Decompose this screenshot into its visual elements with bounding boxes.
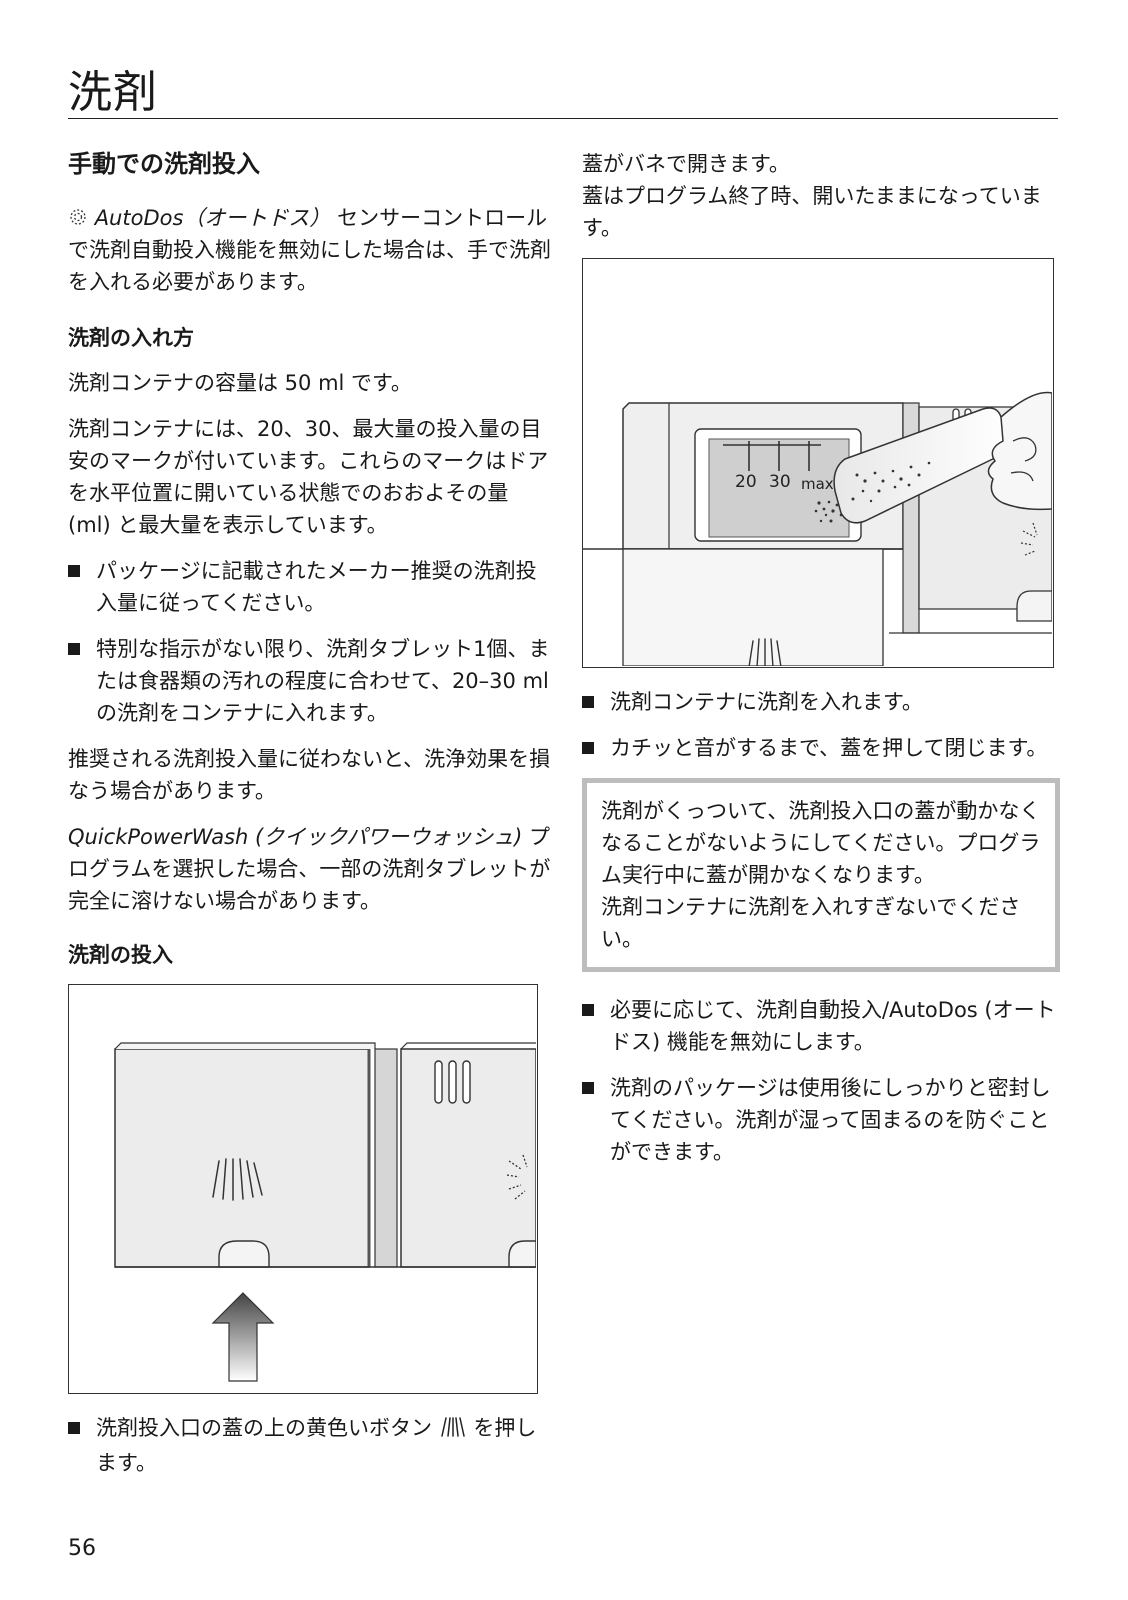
- adding-detergent-heading: 洗剤の投入: [68, 942, 173, 967]
- yellow-button-icon: [439, 1415, 467, 1447]
- bullet-square-icon: [582, 1082, 594, 1094]
- autodos-sensor-icon: [68, 204, 88, 225]
- page-number: 56: [68, 1536, 96, 1561]
- intro-text: センサーコントロールで洗剤自動投入機能を無効にした場合は、手で洗剤を入れる必要が…: [68, 205, 551, 294]
- list-item: 洗剤コンテナに洗剤を入れます。: [582, 686, 1060, 718]
- list-item: 洗剤投入口の蓋の上の黄色いボタン を押します。: [68, 1412, 552, 1479]
- bullet-square-icon: [68, 642, 80, 655]
- autodos-label: AutoDos（オートドス）: [94, 205, 331, 230]
- right-column: 蓋がバネで開きます。 蓋はプログラム終了時、開いたままになっています。 20: [582, 148, 1060, 1182]
- lid-opens-text: 蓋がバネで開きます。: [582, 152, 790, 176]
- figure-dispenser-closed: [68, 984, 538, 1395]
- press-button-list: 洗剤投入口の蓋の上の黄色いボタン を押します。: [68, 1412, 552, 1479]
- caution-text-overfill: 洗剤コンテナに洗剤を入れすぎないでください。: [601, 895, 1021, 951]
- marks-text: 洗剤コンテナには、20、30、最大量の投入量の目安のマークが付いています。これら…: [68, 416, 549, 537]
- dispenser-closed-illustration: [69, 985, 537, 1393]
- bullet-square-icon: [582, 742, 594, 754]
- list-item: 必要に応じて、洗剤自動投入/AutoDos (オートドス) 機能を無効にします。: [582, 994, 1060, 1058]
- dosing-bullet-list: パッケージに記載されたメーカー推奨の洗剤投入量に従ってください。 特別な指示がな…: [68, 555, 552, 729]
- mark-max-label: max: [801, 475, 834, 493]
- mark-20-label: 20: [735, 472, 757, 492]
- quickpowerwash-label: QuickPowerWash (クイックパワーウォッシュ): [68, 824, 523, 849]
- list-item: パッケージに記載されたメーカー推奨の洗剤投入量に従ってください。: [68, 555, 552, 619]
- figure-dispenser-open: 20 30 max: [582, 258, 1054, 668]
- left-column: 手動での洗剤投入 AutoDos（オートドス） センサーコントロールで洗剤自動投…: [68, 148, 552, 1493]
- title-divider: [68, 118, 1058, 119]
- lid-stays-open-text: 蓋はプログラム終了時、開いたままになっています。: [582, 184, 1042, 240]
- effect-warning-text: 推奨される洗剤投入量に従わないと、洗浄効果を損なう場合があります。: [68, 746, 551, 803]
- bullet-square-icon: [68, 564, 80, 577]
- manual-dosing-heading: 手動での洗剤投入: [68, 150, 260, 178]
- final-steps-list: 必要に応じて、洗剤自動投入/AutoDos (オートドス) 機能を無効にします。…: [582, 994, 1060, 1168]
- how-to-fill-heading: 洗剤の入れ方: [68, 325, 194, 350]
- hand-icon: [987, 391, 1053, 511]
- caution-box: 洗剤がくっついて、洗剤投入口の蓋が動かなくなることがないようにしてください。プロ…: [582, 778, 1060, 972]
- fill-close-list: 洗剤コンテナに洗剤を入れます。 カチッと音がするまで、蓋を押して閉じます。: [582, 686, 1060, 764]
- bullet-square-icon: [582, 696, 594, 708]
- list-item: カチッと音がするまで、蓋を押して閉じます。: [582, 732, 1060, 764]
- capacity-text: 洗剤コンテナの容量は 50 ml です。: [68, 370, 412, 395]
- dispenser-open-illustration: 20 30 max: [583, 259, 1053, 668]
- mark-30-label: 30: [769, 472, 791, 492]
- bullet-square-icon: [582, 1004, 594, 1016]
- list-item: 洗剤のパッケージは使用後にしっかりと密封してください。洗剤が湿って固まるのを防ぐ…: [582, 1072, 1060, 1168]
- push-up-arrow-icon: [211, 1292, 275, 1382]
- page-title: 洗剤: [68, 67, 158, 118]
- bullet-square-icon: [68, 1422, 80, 1435]
- quickpowerwash-paragraph: QuickPowerWash (クイックパワーウォッシュ) プログラムを選択した…: [68, 824, 551, 913]
- list-item: 特別な指示がない限り、洗剤タブレット1個、または食器類の汚れの程度に合わせて、2…: [68, 633, 552, 729]
- caution-text-sticking: 洗剤がくっついて、洗剤投入口の蓋が動かなくなることがないようにしてください。プロ…: [601, 799, 1041, 887]
- intro-paragraph: AutoDos（オートドス） センサーコントロールで洗剤自動投入機能を無効にした…: [68, 202, 552, 298]
